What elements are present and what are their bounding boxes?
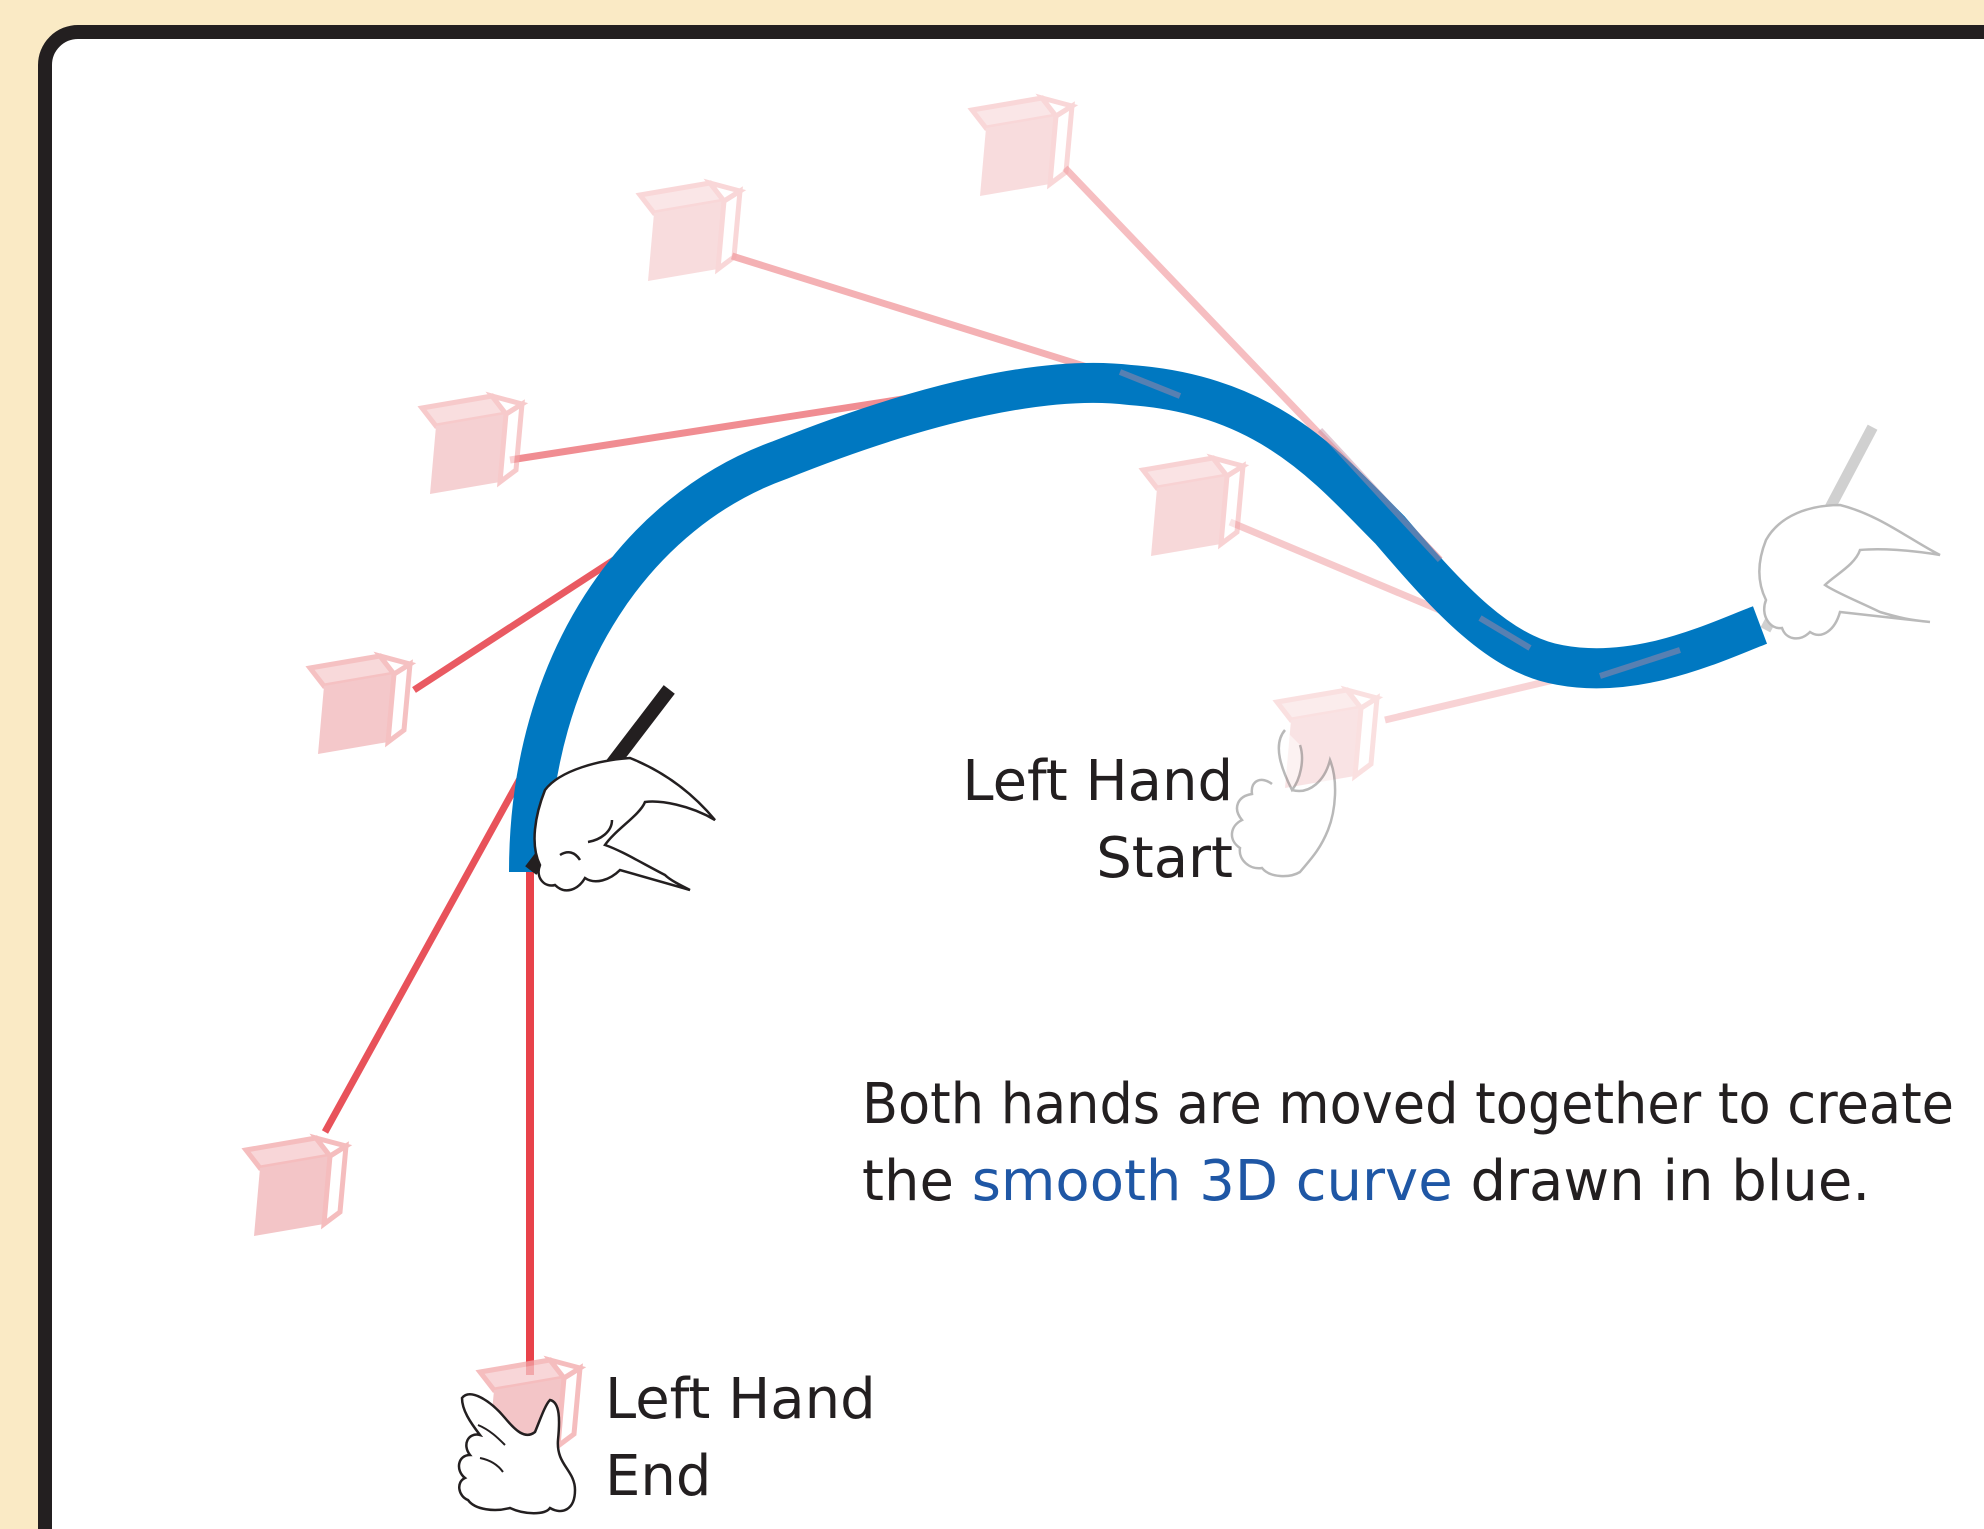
cube-3 xyxy=(422,396,522,494)
caption-line2-prefix: the xyxy=(862,1149,972,1214)
caption-line2: the smooth 3D curve drawn in blue. xyxy=(862,1149,1870,1214)
smooth-3d-curve xyxy=(509,362,1768,873)
left-hand-end-label-line1: Left Hand xyxy=(605,1367,876,1432)
right-hand-pen-ghost-icon xyxy=(1758,424,1941,640)
left-hand-end-label-line2: End xyxy=(605,1444,711,1509)
cube-6 xyxy=(1143,458,1243,556)
tangent-line-3 xyxy=(509,390,936,464)
diagram-panel xyxy=(38,25,1984,1529)
caption-line1: Both hands are moved together to create xyxy=(862,1072,1954,1137)
cube-1 xyxy=(972,98,1072,196)
left-hand-start-label-line1: Left Hand xyxy=(962,749,1233,814)
cube-2 xyxy=(640,183,740,281)
right-hand-pen-icon xyxy=(525,685,716,892)
left-hand-start-label-line2: Start xyxy=(1096,826,1233,891)
tangent-overlays xyxy=(1118,369,1681,679)
caption-highlight: smooth 3D curve xyxy=(972,1149,1453,1214)
left-hand-start-icon xyxy=(1230,729,1337,878)
cube-4 xyxy=(310,656,410,754)
left-hand-end-icon xyxy=(457,1393,577,1515)
cube-5 xyxy=(246,1138,346,1236)
caption-line2-suffix: drawn in blue. xyxy=(1453,1149,1870,1214)
